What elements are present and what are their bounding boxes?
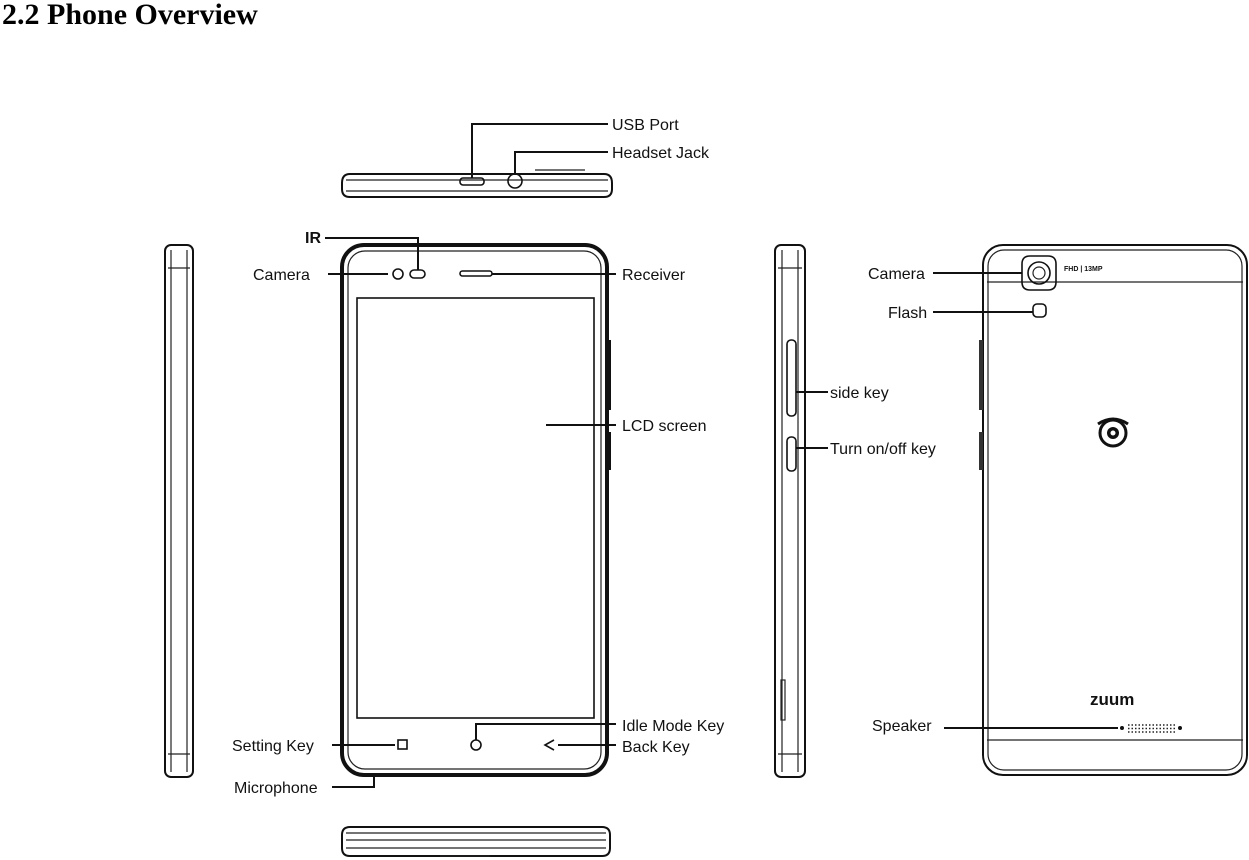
triangle-back-icon [543, 739, 555, 751]
lcd-screen-shape [356, 297, 595, 719]
bottom-edge-view [341, 826, 611, 857]
rear-camera-housing [1021, 255, 1057, 291]
ir-sensor-shape [409, 269, 426, 279]
front-camera-shape [392, 268, 404, 280]
label-usb-port: USB Port [612, 117, 679, 134]
headset-jack-shape [507, 173, 523, 189]
circle-icon [470, 739, 482, 751]
rear-camera-lens [1027, 261, 1051, 285]
left-side-view [164, 244, 194, 778]
page-title: 2.2 Phone Overview [2, 0, 258, 31]
label-power-key: Turn on/off key [830, 441, 936, 458]
square-icon [397, 739, 408, 750]
label-back-key: Back Key [622, 739, 690, 756]
speaker-grille [1120, 724, 1182, 733]
label-front-camera: Camera [253, 267, 310, 284]
right-side-view [774, 244, 806, 778]
eye-logo-icon [1097, 417, 1129, 448]
receiver-shape [459, 270, 493, 277]
brand-logo-text: zuum [1090, 690, 1134, 709]
label-receiver: Receiver [622, 267, 686, 284]
label-microphone: Microphone [234, 780, 318, 797]
label-idle-mode-key: Idle Mode Key [622, 718, 724, 735]
label-lcd-screen: LCD screen [622, 418, 706, 435]
label-rear-camera: Camera [868, 266, 925, 283]
label-side-key: side key [830, 385, 889, 402]
side-key-shape [786, 339, 797, 417]
top-edge-view [341, 123, 613, 198]
label-headset-jack: Headset Jack [612, 145, 710, 162]
back-view [979, 244, 1248, 776]
label-speaker: Speaker [872, 718, 932, 735]
label-ir: IR [305, 230, 321, 247]
flash-shape [1032, 303, 1047, 318]
label-flash: Flash [888, 305, 927, 322]
camera-badge-text: FHD | 13MP [1064, 266, 1103, 273]
power-key-shape [786, 436, 797, 472]
usb-port-shape [459, 177, 485, 186]
label-setting-key: Setting Key [232, 738, 314, 755]
front-view [340, 243, 611, 777]
